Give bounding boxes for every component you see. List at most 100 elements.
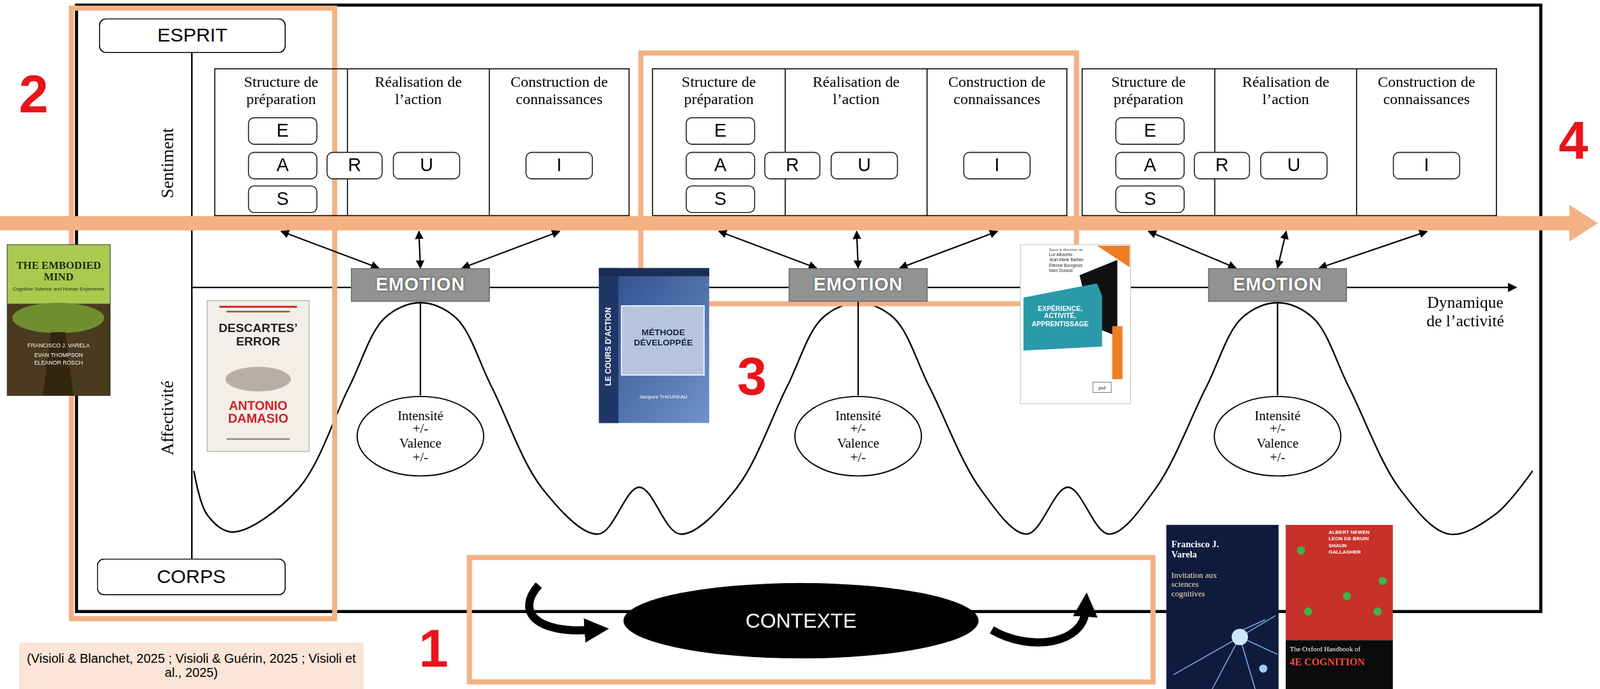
book-author: EVAN THOMPSON bbox=[10, 351, 108, 358]
node-text: Réalisation de l’action bbox=[1215, 69, 1356, 108]
book-title: MÉTHODE DÉVELOPPÉE bbox=[624, 328, 702, 349]
node-text: I bbox=[994, 155, 1000, 177]
layout-ellipse bbox=[225, 367, 291, 392]
double-arrow bbox=[281, 231, 379, 268]
layout-ellipse bbox=[12, 302, 105, 334]
double-arrow bbox=[856, 231, 859, 268]
letter-box: E bbox=[685, 117, 756, 146]
book-title: The Oxford Handbook of bbox=[1290, 645, 1391, 654]
letter-box: E bbox=[247, 117, 318, 146]
highlight-frame bbox=[640, 53, 1077, 305]
letter-box: U bbox=[830, 152, 898, 180]
citation-box: (Visioli & Blanchet, 2025 ; Visioli & Gu… bbox=[19, 642, 363, 689]
double-arrow bbox=[461, 231, 560, 268]
layout-circle bbox=[1343, 592, 1352, 601]
layout-path bbox=[1212, 637, 1240, 689]
node-text: ESPRIT bbox=[157, 24, 228, 47]
book-cover bbox=[207, 300, 310, 452]
layout-circle bbox=[1304, 607, 1313, 616]
node-text: Structure de préparation bbox=[1082, 69, 1215, 108]
letter-box: U bbox=[1260, 152, 1328, 180]
phase-column: Réalisation de l’actionU bbox=[785, 68, 928, 216]
layout-circle bbox=[1259, 665, 1268, 674]
phase-column: Construction de connaissancesI bbox=[490, 68, 631, 216]
node-text: R bbox=[785, 155, 800, 177]
callout-number: 4 bbox=[1553, 114, 1595, 168]
node-text: EMOTION bbox=[813, 274, 903, 296]
book-author: ANTONIO DAMASIO bbox=[211, 400, 306, 427]
letter-box: A bbox=[247, 152, 318, 180]
layout-rect bbox=[226, 438, 291, 440]
node-text: CONTEXTE bbox=[745, 609, 857, 634]
phase-column: Construction de connaissancesI bbox=[1357, 68, 1498, 216]
letter-box: R bbox=[764, 152, 821, 180]
letter-box: R bbox=[326, 152, 383, 180]
affect-wave bbox=[193, 302, 1533, 535]
context-ellipse: CONTEXTE bbox=[622, 582, 980, 660]
layout-rect bbox=[1092, 382, 1112, 393]
ellipse-shape bbox=[1214, 396, 1341, 477]
phase-column: Structure de préparationEASR bbox=[214, 68, 348, 216]
layout-circle bbox=[1297, 546, 1306, 556]
book-author: ELEANOR ROSCH bbox=[10, 359, 108, 367]
phase-column: Construction de connaissancesI bbox=[927, 68, 1068, 216]
book-author: Marc Durand bbox=[1049, 269, 1096, 274]
publisher-mark: puf bbox=[1093, 384, 1111, 392]
link-line bbox=[1276, 301, 1278, 396]
layout-rect bbox=[1112, 326, 1123, 380]
layout-circle bbox=[1378, 576, 1387, 586]
node-text: Intensité +/- Valence +/- bbox=[1254, 408, 1301, 465]
node-text: E bbox=[1143, 120, 1156, 142]
ellipse-shape bbox=[357, 396, 484, 477]
book-cover bbox=[7, 244, 110, 396]
node-text: Construction de connaissances bbox=[1357, 69, 1496, 108]
axis-label: Affectivité bbox=[159, 380, 179, 456]
node-text: A bbox=[714, 155, 727, 177]
frame bbox=[76, 5, 1542, 613]
layout-rect bbox=[598, 268, 709, 424]
node-text: U bbox=[1287, 155, 1301, 177]
letter-box: S bbox=[247, 185, 318, 213]
time-band-head bbox=[1569, 205, 1599, 242]
node-text: Intensité +/- Valence +/- bbox=[835, 408, 881, 465]
node-text: Construction de connaissances bbox=[490, 69, 629, 108]
node-text: A bbox=[276, 155, 289, 177]
time-band bbox=[0, 215, 1572, 231]
layout-rect bbox=[621, 306, 705, 376]
emotion-box: EMOTION bbox=[1208, 268, 1347, 303]
layout-rect bbox=[1020, 244, 1131, 404]
callout-number: 3 bbox=[731, 349, 773, 403]
layout-rect bbox=[226, 311, 291, 313]
book-author: Jacques THEUREAU bbox=[622, 394, 705, 401]
book-author: Francisco J. Varela bbox=[1171, 540, 1237, 562]
layout-rect bbox=[207, 300, 310, 452]
context-loop-arrow bbox=[991, 610, 1086, 644]
layout-circle bbox=[1231, 629, 1249, 647]
letter-box: S bbox=[1115, 185, 1185, 213]
book-title: 4E COGNITION bbox=[1290, 656, 1391, 669]
book-author: ALBERT NEWEN LEON DE BRUIN SHAUN GALLAGH… bbox=[1328, 529, 1378, 555]
valence-ellipse: Intensité +/- Valence +/- bbox=[793, 395, 923, 478]
ellipse-shape bbox=[794, 396, 922, 477]
valence-ellipse: Intensité +/- Valence +/- bbox=[1213, 395, 1342, 478]
emotion-box: EMOTION bbox=[350, 268, 490, 303]
node-text: EMOTION bbox=[375, 274, 466, 296]
book-cover bbox=[1285, 525, 1393, 689]
callout-number: 1 bbox=[413, 622, 455, 676]
double-arrow bbox=[899, 231, 998, 268]
node-text: E bbox=[276, 120, 289, 142]
node-text: Structure de préparation bbox=[653, 69, 785, 108]
node-text: Structure de préparation bbox=[215, 69, 347, 108]
book-cover bbox=[1020, 244, 1131, 404]
letter-box: S bbox=[685, 185, 756, 213]
phase-column: Structure de préparationEASR bbox=[1081, 68, 1216, 216]
letter-box: A bbox=[1115, 152, 1185, 180]
letter-box: I bbox=[525, 152, 593, 180]
layout-rect bbox=[1166, 525, 1279, 689]
double-arrow bbox=[1319, 231, 1428, 268]
book-subtitle: Cognitive Science and Human Experience bbox=[12, 286, 105, 293]
layout-rect bbox=[598, 268, 709, 277]
book-spine-title: LE COURS D’ACTION bbox=[604, 307, 613, 386]
node-text: R bbox=[1215, 155, 1229, 177]
